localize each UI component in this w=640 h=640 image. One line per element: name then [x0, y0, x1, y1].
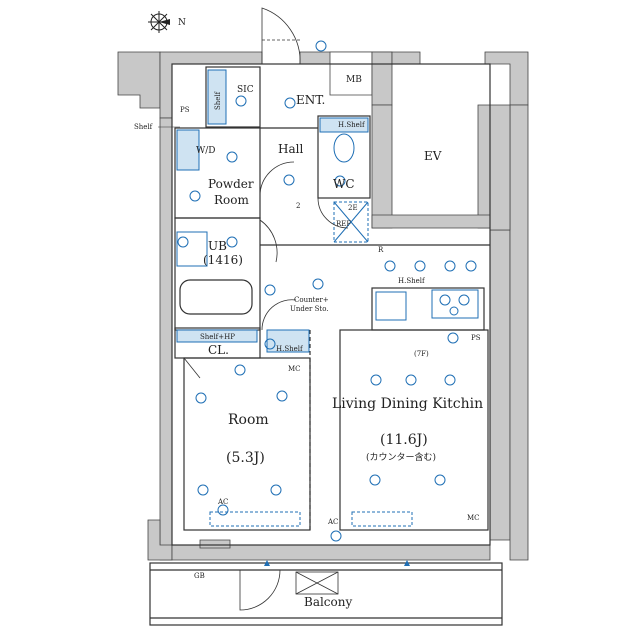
- r-mark-label: R: [378, 246, 384, 254]
- cl-shelf: [176, 329, 258, 343]
- ref-label: REF: [336, 220, 351, 228]
- powder-room-label-1: Powder: [208, 177, 254, 191]
- two-e-label: 2E: [348, 204, 358, 212]
- ub-label-1: UB: [208, 239, 227, 253]
- mc-ldk-label: MC: [467, 514, 480, 522]
- compass-north-label: N: [178, 18, 186, 28]
- wd-label: W/D: [196, 146, 216, 156]
- ent-label: ENT.: [296, 93, 325, 107]
- counter-label-2: Under Sto.: [290, 305, 329, 313]
- fixtures: [176, 69, 479, 527]
- light-fixtures: [177, 40, 477, 542]
- exterior-walls: [117, 51, 529, 561]
- sic-label: SIC: [237, 85, 254, 95]
- kitchen-sink: [375, 291, 407, 321]
- shelf-hp-label: Shelf+HP: [200, 333, 235, 341]
- ldk-note-label: (カウンター含む): [366, 451, 436, 463]
- room-name-label: Room: [228, 412, 269, 428]
- ev-label: EV: [424, 149, 442, 163]
- h-shelf-cl-label: H.Shelf: [276, 345, 304, 353]
- ac2-label: AC: [327, 518, 338, 526]
- ref-space: [333, 201, 369, 243]
- ub-label-2: (1416): [203, 253, 243, 267]
- ps-top-label: PS: [180, 106, 190, 114]
- cl-label: CL.: [208, 343, 229, 357]
- powder-room-label-2: Room: [214, 193, 249, 207]
- counter-label-1: Counter+: [294, 296, 329, 304]
- hall-label: Hall: [278, 142, 303, 156]
- interior-walls: [149, 63, 503, 626]
- h-shelf-wc-label: H.Shelf: [338, 121, 366, 129]
- h-shelf-kitchen-label: H.Shelf: [398, 277, 426, 285]
- mc-room-label: MC: [288, 365, 301, 373]
- shelf-callout-label: Shelf: [134, 123, 154, 131]
- wc-label: WC: [333, 177, 355, 191]
- ac-unit-ldk: [351, 511, 413, 527]
- ac1-label: AC: [217, 498, 228, 506]
- room-size-label: (5.3J): [226, 450, 265, 466]
- mb-label: MB: [346, 75, 362, 85]
- doors: [183, 7, 349, 611]
- ac-unit-room: [209, 511, 301, 527]
- washer-space: [176, 129, 200, 171]
- seven-f-label: (7F): [414, 350, 429, 358]
- window-markers: [264, 560, 410, 566]
- hp-shelf: [266, 329, 310, 353]
- balcony-label: Balcony: [304, 595, 352, 609]
- wc-shelf: [319, 117, 369, 133]
- labels: ENT. SIC Shelf MB PS Shelf Hall W/D Powd…: [134, 75, 483, 609]
- ub-sink: [176, 231, 208, 267]
- ldk-name-label: Living Dining Kitchin: [332, 396, 483, 412]
- two-label: 2: [296, 202, 300, 210]
- gb-label: GB: [194, 572, 205, 580]
- sic-shelf: [207, 69, 227, 125]
- ldk-size-label: (11.6J): [380, 432, 428, 448]
- ps-kitchen-label: PS: [471, 334, 481, 342]
- shelf-vertical-label: Shelf: [214, 90, 222, 110]
- stove: [431, 289, 479, 319]
- compass-icon: N: [148, 11, 186, 33]
- toilet: [333, 133, 355, 163]
